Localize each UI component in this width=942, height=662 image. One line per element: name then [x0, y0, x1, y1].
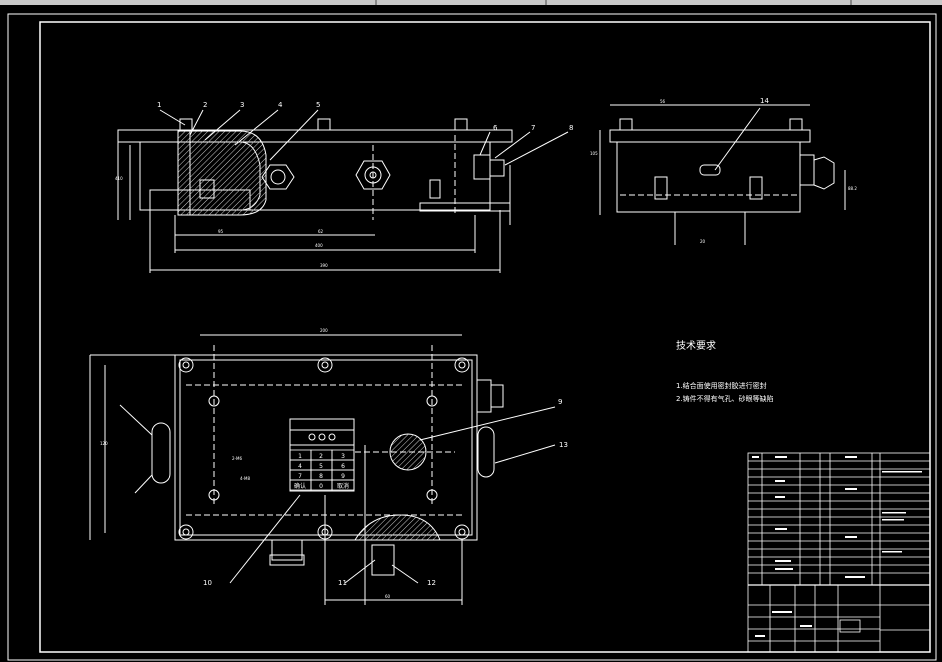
dimension-value: 390	[320, 263, 328, 268]
front-view	[117, 109, 569, 273]
hatched-bracket	[177, 130, 191, 216]
part-number: 11	[338, 579, 347, 587]
keypad-key: 3	[341, 453, 345, 460]
dimension-value: 60	[385, 594, 391, 599]
parts-list-cells	[752, 456, 922, 637]
tech-req-item: 2.铸件不得有气孔、砂眼等缺陷	[676, 394, 774, 403]
title-bar-divider	[375, 0, 377, 5]
keypad-key: 2	[319, 453, 323, 460]
part-number: 3	[240, 101, 244, 109]
keypad-key: 确认	[294, 482, 306, 490]
dimension-value: 88.2	[848, 186, 857, 191]
part-number: 14	[760, 97, 769, 105]
keypad-key: 0	[319, 483, 323, 490]
side-connector	[473, 154, 491, 180]
keypad-key: 8	[319, 473, 323, 480]
dimension-value: 4-M8	[240, 476, 250, 481]
window-title-bar	[0, 0, 942, 5]
dimension-value: 95	[218, 229, 224, 234]
technical-requirements: 技术要求 1.结合面使用密封胶进行密封 2.铸件不得有气孔、砂眼等缺陷	[676, 339, 774, 403]
part-number: 8	[569, 124, 573, 132]
hatched-housing	[190, 130, 267, 216]
keypad-key: 4	[298, 463, 302, 470]
keypad-key: 1	[298, 453, 302, 460]
part-number: 5	[316, 101, 320, 109]
keypad-key: 9	[341, 473, 345, 480]
part-number: 10	[203, 579, 212, 587]
oval-hole	[699, 164, 721, 176]
dimension-value: 400	[315, 243, 323, 248]
part-number: 9	[558, 398, 562, 406]
dimension-value: 105	[590, 151, 598, 156]
bolt-head	[454, 118, 468, 131]
hex-nut	[355, 160, 391, 190]
dimension-value: 20	[700, 239, 706, 244]
cad-drawing-canvas[interactable]: 1 2 3 4 5 6 7 8 9 确认 0 取消 1 2 3 4 5 6 7 …	[0, 5, 942, 662]
part-number: 12	[427, 579, 436, 587]
dimension-value: 62	[318, 229, 324, 234]
tech-req-title: 技术要求	[676, 339, 716, 352]
title-bar-divider	[850, 0, 852, 5]
keypad-key: 6	[341, 463, 345, 470]
side-view	[599, 104, 846, 245]
bolt-head	[179, 118, 193, 131]
hex-nut	[261, 164, 295, 190]
inner-border	[39, 21, 931, 653]
dimension-labels: 390 400 410 95 62 56 105 20 88.2 120 200…	[100, 99, 857, 599]
dimension-value: 200	[320, 328, 328, 333]
top-view	[89, 334, 556, 605]
keypad-key: 5	[319, 463, 323, 470]
keypad-key: 7	[298, 473, 302, 480]
hatched-sensor	[389, 433, 427, 471]
bolt-head	[317, 118, 331, 131]
part-number: 7	[531, 124, 535, 132]
keypad-key: 取消	[337, 482, 349, 490]
dimension-value: 410	[115, 176, 123, 181]
top-view-plate	[174, 354, 478, 541]
part-number: 13	[559, 441, 568, 449]
part-number: 6	[493, 124, 498, 132]
tech-req-item: 1.结合面使用密封胶进行密封	[676, 381, 767, 390]
part-number-labels: 1 2 3 4 5 6 7 8 9 10 11 12 13 14	[157, 97, 769, 587]
outer-border	[7, 13, 937, 661]
dimension-value: 120	[100, 441, 108, 446]
keypad: 1 2 3 4 5 6 7 8 9 确认 0 取消	[289, 449, 355, 491]
part-number: 1	[157, 101, 161, 109]
title-block	[747, 452, 931, 653]
part-number: 2	[203, 101, 207, 109]
front-top-plate	[117, 129, 513, 143]
dimension-value: 2-M6	[232, 456, 242, 461]
title-bar-divider	[545, 0, 547, 5]
part-number: 4	[278, 101, 283, 109]
dimension-value: 56	[660, 99, 666, 104]
